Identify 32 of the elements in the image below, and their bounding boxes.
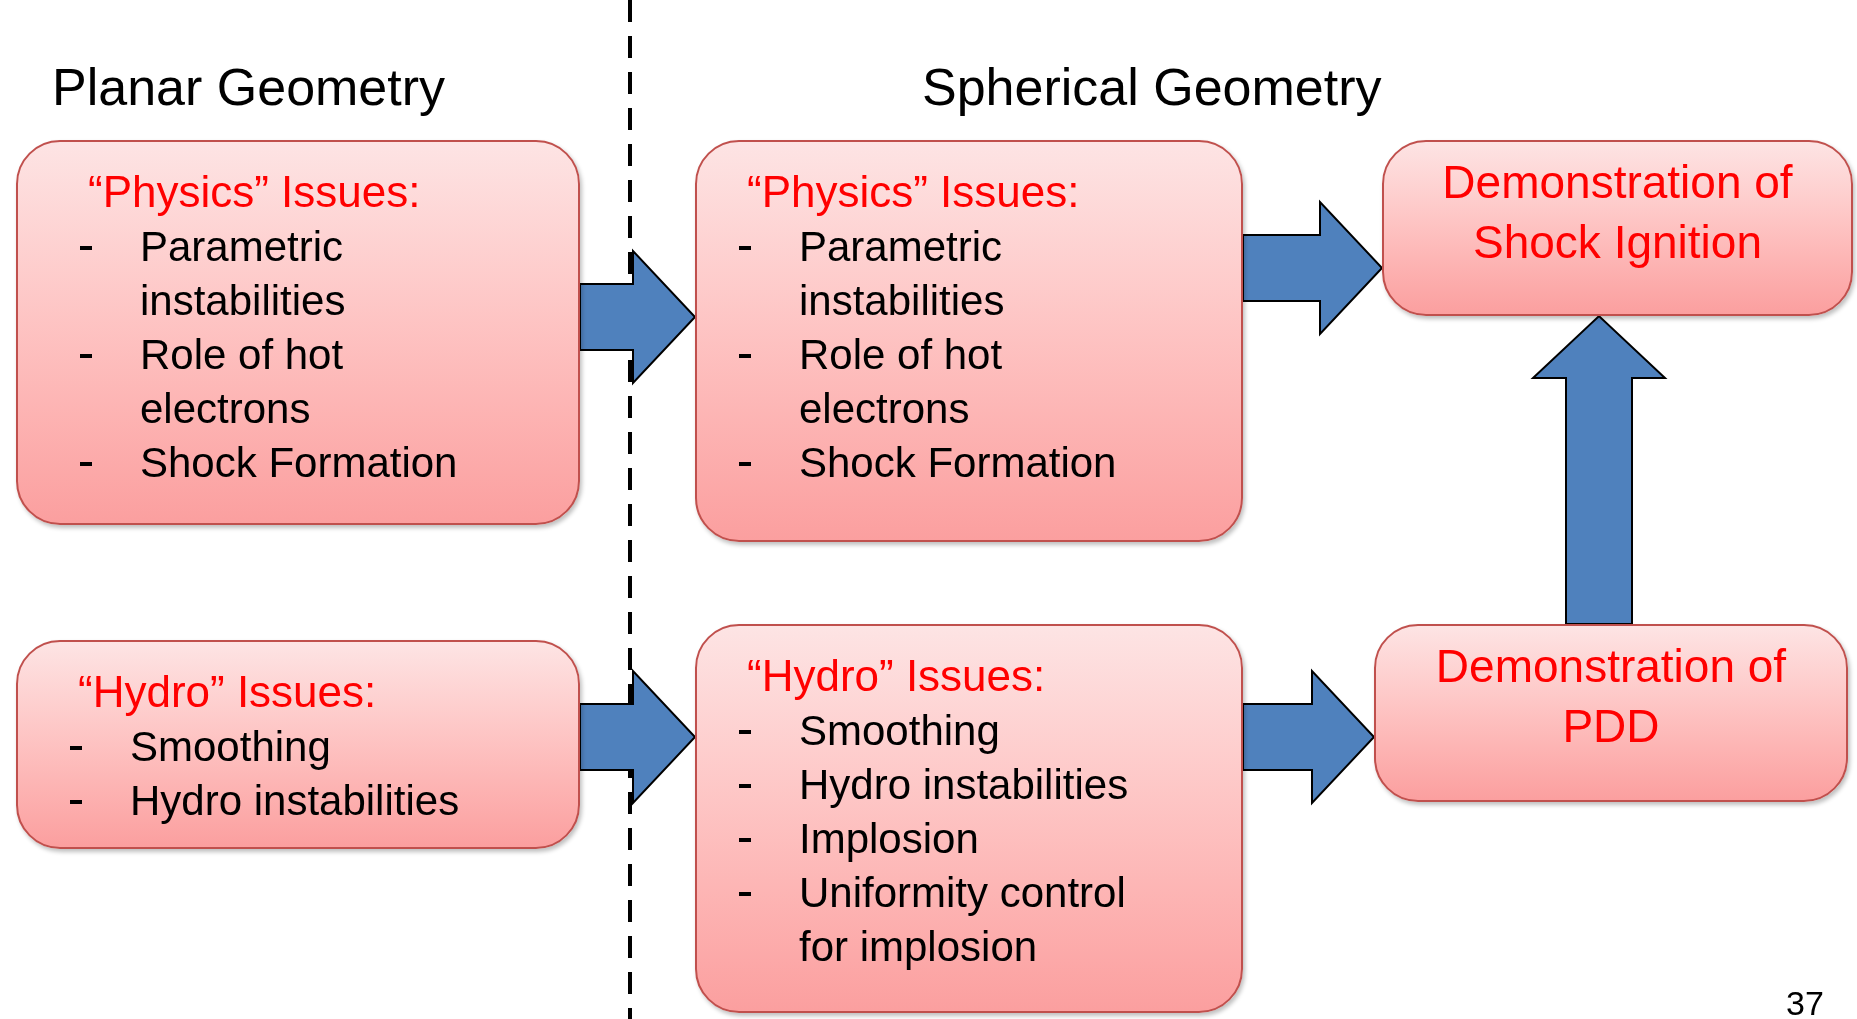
box-title: Demonstration of PDD bbox=[1434, 639, 1788, 754]
list-item: Parametric instabilities bbox=[799, 222, 1006, 326]
list-item: Shock Formation bbox=[799, 438, 1118, 488]
block-arrow bbox=[1242, 199, 1384, 337]
block-arrow bbox=[1242, 668, 1376, 806]
list-item: Shock Formation bbox=[140, 438, 459, 488]
box-heading: “Hydro” Issues: bbox=[77, 666, 378, 718]
column-title: Spherical Geometry bbox=[922, 57, 1382, 118]
list-item: Smoothing bbox=[799, 706, 1001, 756]
block-arrow bbox=[1530, 314, 1668, 625]
list-item: Role of hot electrons bbox=[140, 330, 345, 434]
list-item: Implosion bbox=[799, 814, 980, 864]
box-heading: “Physics” Issues: bbox=[746, 166, 1081, 218]
list-item: Role of hot electrons bbox=[799, 330, 1004, 434]
issue-box bbox=[695, 140, 1243, 542]
list-item: Hydro instabilities bbox=[130, 776, 461, 826]
issue-box bbox=[695, 624, 1243, 1013]
list-item: Parametric instabilities bbox=[140, 222, 347, 326]
list-item: Smoothing bbox=[130, 722, 332, 772]
block-arrow bbox=[579, 668, 697, 806]
result-box bbox=[1374, 624, 1848, 802]
list-item: Hydro instabilities bbox=[799, 760, 1130, 810]
result-box bbox=[1382, 140, 1853, 316]
issue-box bbox=[16, 140, 580, 525]
block-arrow bbox=[579, 248, 697, 386]
page-number: 37 bbox=[1786, 983, 1824, 1019]
box-heading: “Hydro” Issues: bbox=[746, 650, 1047, 702]
issue-box bbox=[16, 640, 580, 849]
list-item: Uniformity control for implosion bbox=[799, 868, 1127, 972]
column-title: Planar Geometry bbox=[52, 57, 446, 118]
box-heading: “Physics” Issues: bbox=[87, 166, 422, 218]
box-title: Demonstration of Shock Ignition bbox=[1441, 155, 1794, 270]
